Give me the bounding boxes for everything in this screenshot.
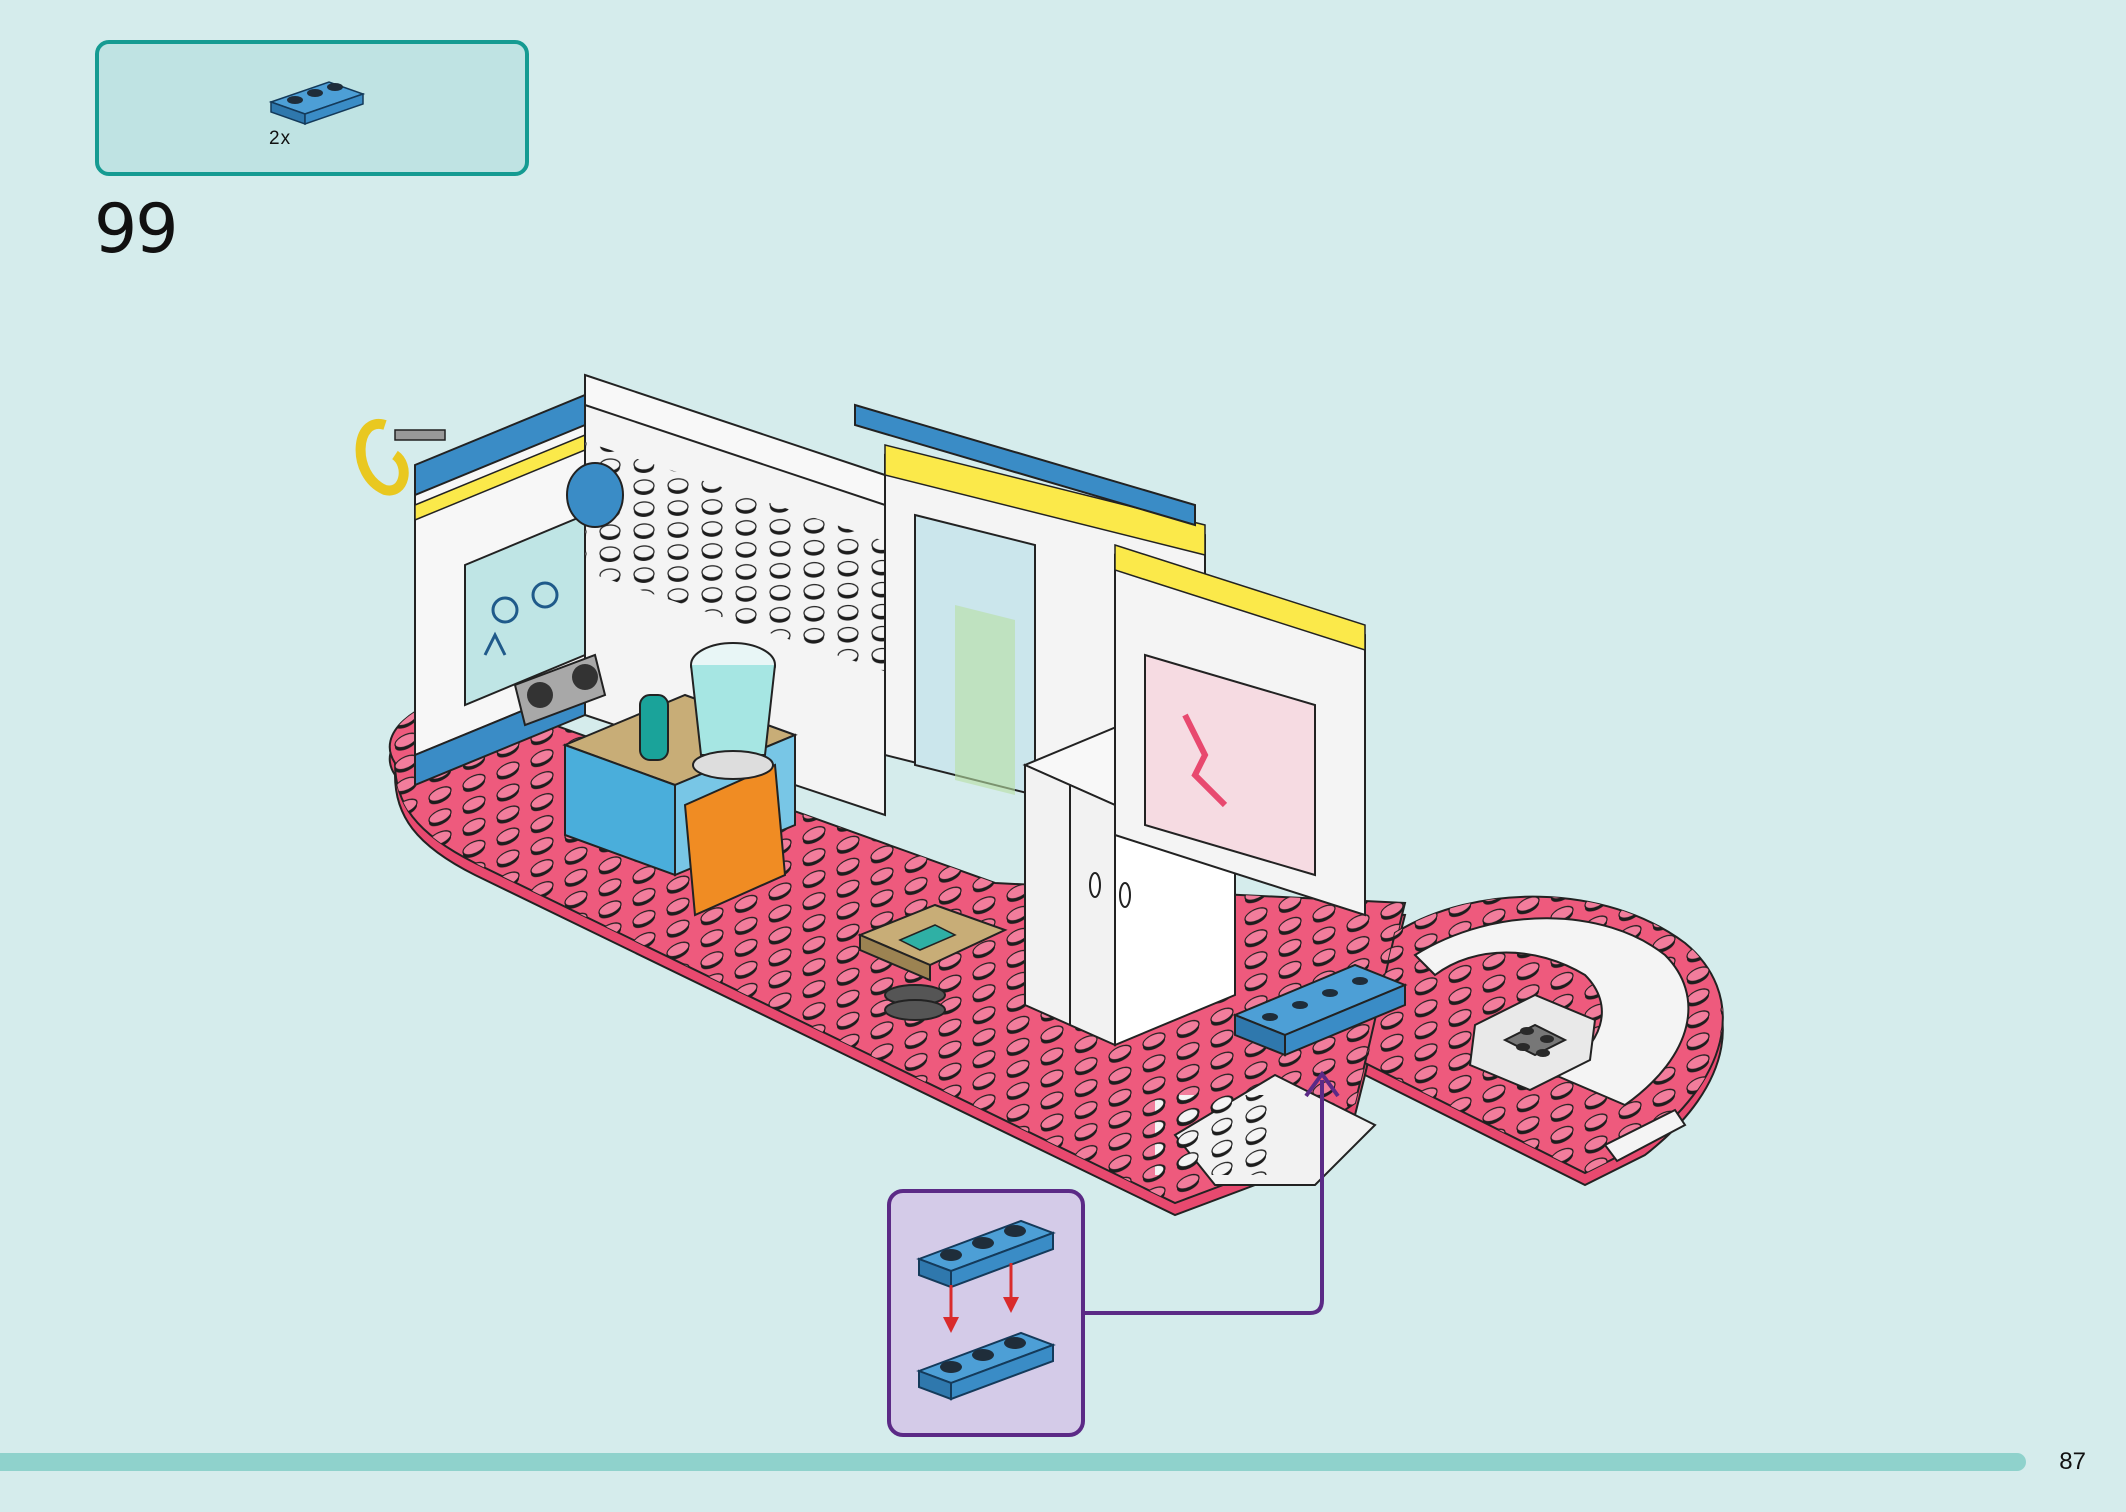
plate-attach-diagram [916, 1219, 1056, 1401]
lower-blue-plate-icon [916, 1331, 1056, 1401]
part-quantity: 2x [269, 128, 292, 149]
round-baseplate [1363, 895, 1724, 1187]
progress-bar [0, 1453, 2026, 1471]
model-illustration [355, 373, 1724, 1217]
sub-assembly-callout [887, 1189, 1085, 1437]
blue-round-tile [566, 462, 624, 528]
step-number: 99 [94, 190, 179, 269]
parts-list-box: 2x [95, 40, 529, 176]
upper-blue-plate-icon [916, 1219, 1056, 1289]
kitchen-counter [562, 642, 798, 917]
page-number: 87 [2059, 1448, 2086, 1475]
boombox [513, 653, 607, 727]
blue-plate-1x3-icon [268, 81, 366, 126]
red-down-arrow-icon [943, 1263, 1019, 1333]
left-wall [355, 393, 586, 787]
right-wall [1114, 543, 1366, 917]
coffee-table [857, 903, 1008, 1021]
blue-plates-stack [1232, 963, 1408, 1057]
